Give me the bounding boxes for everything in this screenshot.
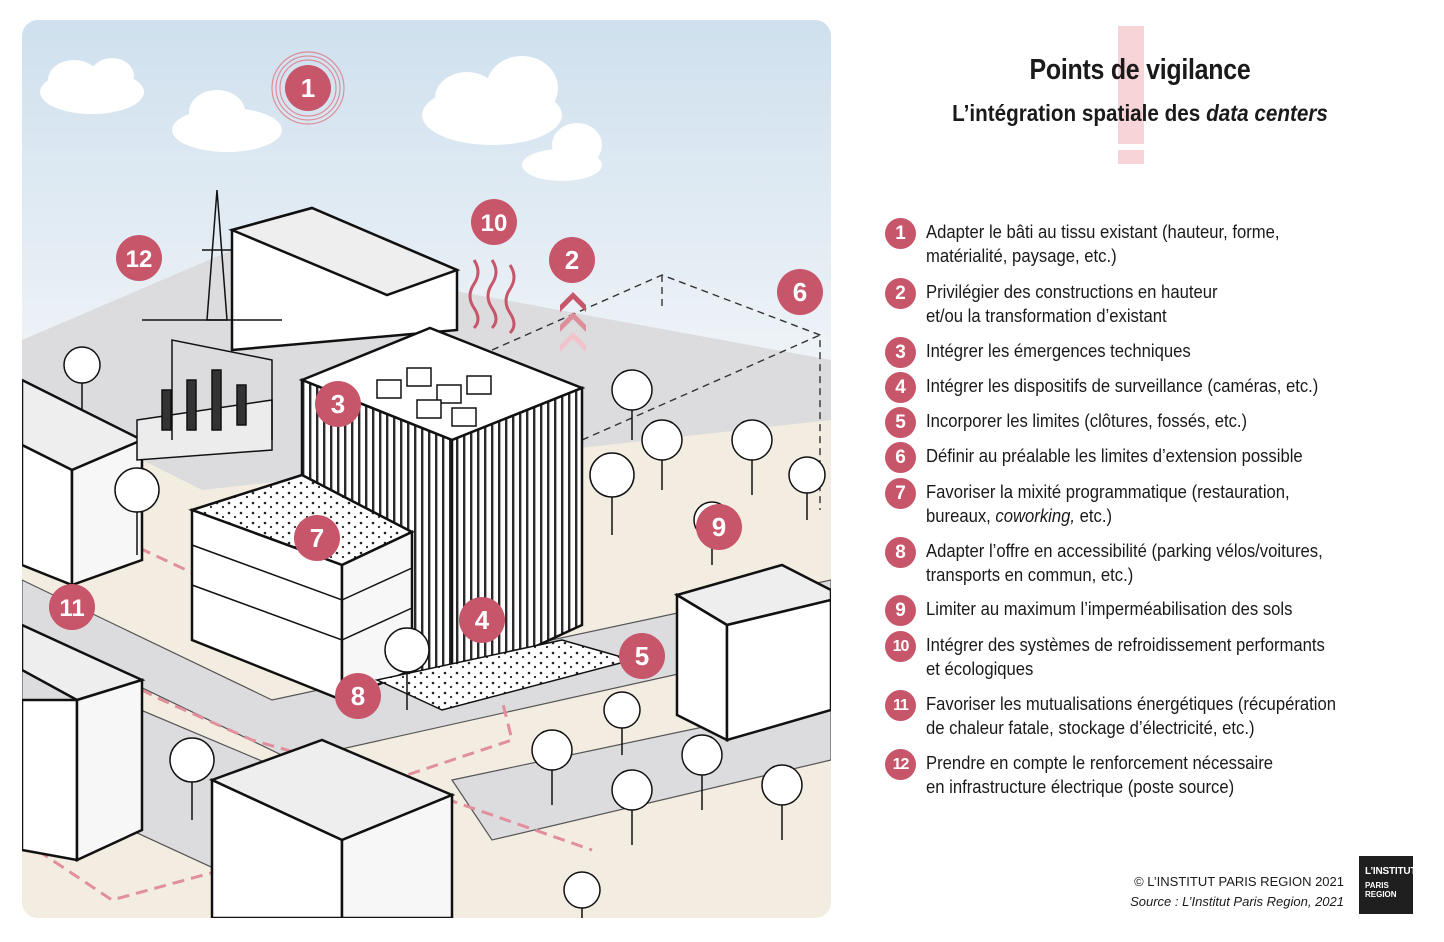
marker-7: 7	[294, 515, 340, 561]
source: Source : L’Institut Paris Region, 2021	[1130, 894, 1344, 909]
legend-text: Favoriser la mixité programmatique (rest…	[926, 481, 1290, 526]
marker-5: 5	[619, 633, 665, 679]
svg-text:5: 5	[635, 641, 649, 671]
legend-text: Adapter l’offre en accessibilité (parkin…	[926, 540, 1323, 585]
left-buildings	[22, 378, 146, 862]
clouds	[40, 56, 602, 181]
marker-10: 10	[471, 199, 517, 245]
legend-item: 2 Privilégier des constructions en haute…	[885, 278, 1444, 328]
subtitle-italic: data centers	[1206, 100, 1328, 126]
legend-text: Favoriser les mutualisations énergétique…	[926, 693, 1336, 738]
legend-number: 12	[885, 749, 916, 780]
legend-item: 8 Adapter l’offre en accessibilité (park…	[885, 537, 1444, 587]
height-arrows	[560, 292, 586, 352]
marker-6: 6	[777, 269, 823, 315]
heat-waves	[468, 259, 516, 335]
svg-text:7: 7	[310, 523, 324, 553]
legend-text: Intégrer les émergences techniques	[926, 340, 1191, 361]
legend-number: 5	[885, 407, 916, 438]
marker-3: 3	[315, 381, 361, 427]
legend-item: 6 Définir au préalable les limites d’ext…	[885, 442, 1444, 473]
page-subtitle: L’intégration spatiale des data centers	[902, 100, 1377, 127]
extension-volume	[491, 274, 821, 510]
svg-text:12: 12	[126, 246, 153, 273]
legend-item: 10 Intégrer des systèmes de refroidissem…	[885, 631, 1444, 681]
subtitle-main: L’intégration spatiale des	[952, 100, 1207, 126]
page-title: Points de vigilance	[1029, 54, 1251, 86]
legend-number: 4	[885, 372, 916, 403]
legend-text: Incorporer les limites (clôtures, fossés…	[926, 410, 1248, 431]
marker-4: 4	[459, 597, 505, 643]
svg-text:6: 6	[793, 277, 807, 307]
legend-item: 11 Favoriser les mutualisations énergéti…	[885, 690, 1444, 740]
legend-item: 4 Intégrer les dispositifs de surveillan…	[885, 372, 1444, 403]
legend-item: 1 Adapter le bâti au tissu existant (hau…	[885, 218, 1444, 268]
legend-text: Privilégier des constructions en hauteur…	[926, 281, 1218, 326]
legend-item: 5 Incorporer les limites (clôtures, foss…	[885, 407, 1444, 438]
legend-number: 11	[885, 690, 916, 721]
header: Points de vigilance L’intégration spatia…	[870, 50, 1410, 170]
svg-text:9: 9	[712, 512, 726, 542]
logo-line-2: PARIS	[1365, 881, 1389, 890]
legend-item: 12 Prendre en compte le renforcement néc…	[885, 749, 1444, 799]
svg-text:8: 8	[351, 681, 365, 711]
svg-text:3: 3	[331, 389, 345, 419]
marker-1: 1	[285, 65, 331, 111]
svg-text:4: 4	[475, 605, 490, 635]
exclamation-icon	[1118, 26, 1144, 144]
legend-text: Limiter au maximum l’imperméabilisation …	[926, 598, 1293, 619]
marker-11: 11	[49, 584, 95, 630]
right-buildings	[208, 563, 831, 918]
legend-item: 3 Intégrer les émergences techniques	[885, 337, 1444, 368]
copyright: © L’INSTITUT PARIS REGION 2021	[1134, 874, 1344, 889]
legend-number: 7	[885, 478, 916, 509]
exclamation-dot	[1118, 150, 1144, 164]
logo-line-3: REGION	[1365, 890, 1397, 899]
legend-text: Intégrer des systèmes de refroidissement…	[926, 634, 1325, 679]
back-building	[228, 206, 461, 352]
marker-12: 12	[116, 235, 162, 281]
legend-number: 1	[885, 218, 916, 249]
institut-logo: L’INSTITUT PARIS REGION	[1359, 856, 1417, 914]
svg-text:1: 1	[301, 73, 315, 103]
marker-8: 8	[335, 673, 381, 719]
logo-line-1: L’INSTITUT	[1365, 866, 1417, 877]
legend-item: 9 Limiter au maximum l’imperméabilisatio…	[885, 595, 1444, 626]
legend-number: 2	[885, 278, 916, 309]
substation	[136, 189, 282, 461]
legend-number: 10	[885, 631, 916, 662]
legend-text: Prendre en compte le renforcement nécess…	[926, 752, 1274, 797]
legend-text: Définir au préalable les limites d’exten…	[926, 445, 1303, 466]
marker-1-rings	[271, 51, 345, 125]
credit: © L’INSTITUT PARIS REGION 2021 Source : …	[1080, 872, 1344, 912]
svg-text:10: 10	[481, 210, 508, 237]
svg-text:11: 11	[59, 595, 84, 622]
svg-text:2: 2	[565, 245, 579, 275]
legend-item: 7 Favoriser la mixité programmatique (re…	[885, 478, 1444, 528]
legend-number: 6	[885, 442, 916, 473]
marker-9: 9	[696, 504, 742, 550]
legend-text: Adapter le bâti au tissu existant (haute…	[926, 221, 1280, 266]
isometric-illustration: 1 2 3 4 5 6 7 8 9 10 11 12	[22, 20, 831, 918]
legend-text: Intégrer les dispositifs de surveillance…	[926, 375, 1319, 396]
marker-2: 2	[549, 237, 595, 283]
legend-number: 8	[885, 537, 916, 568]
legend-number: 9	[885, 595, 916, 626]
legend-number: 3	[885, 337, 916, 368]
